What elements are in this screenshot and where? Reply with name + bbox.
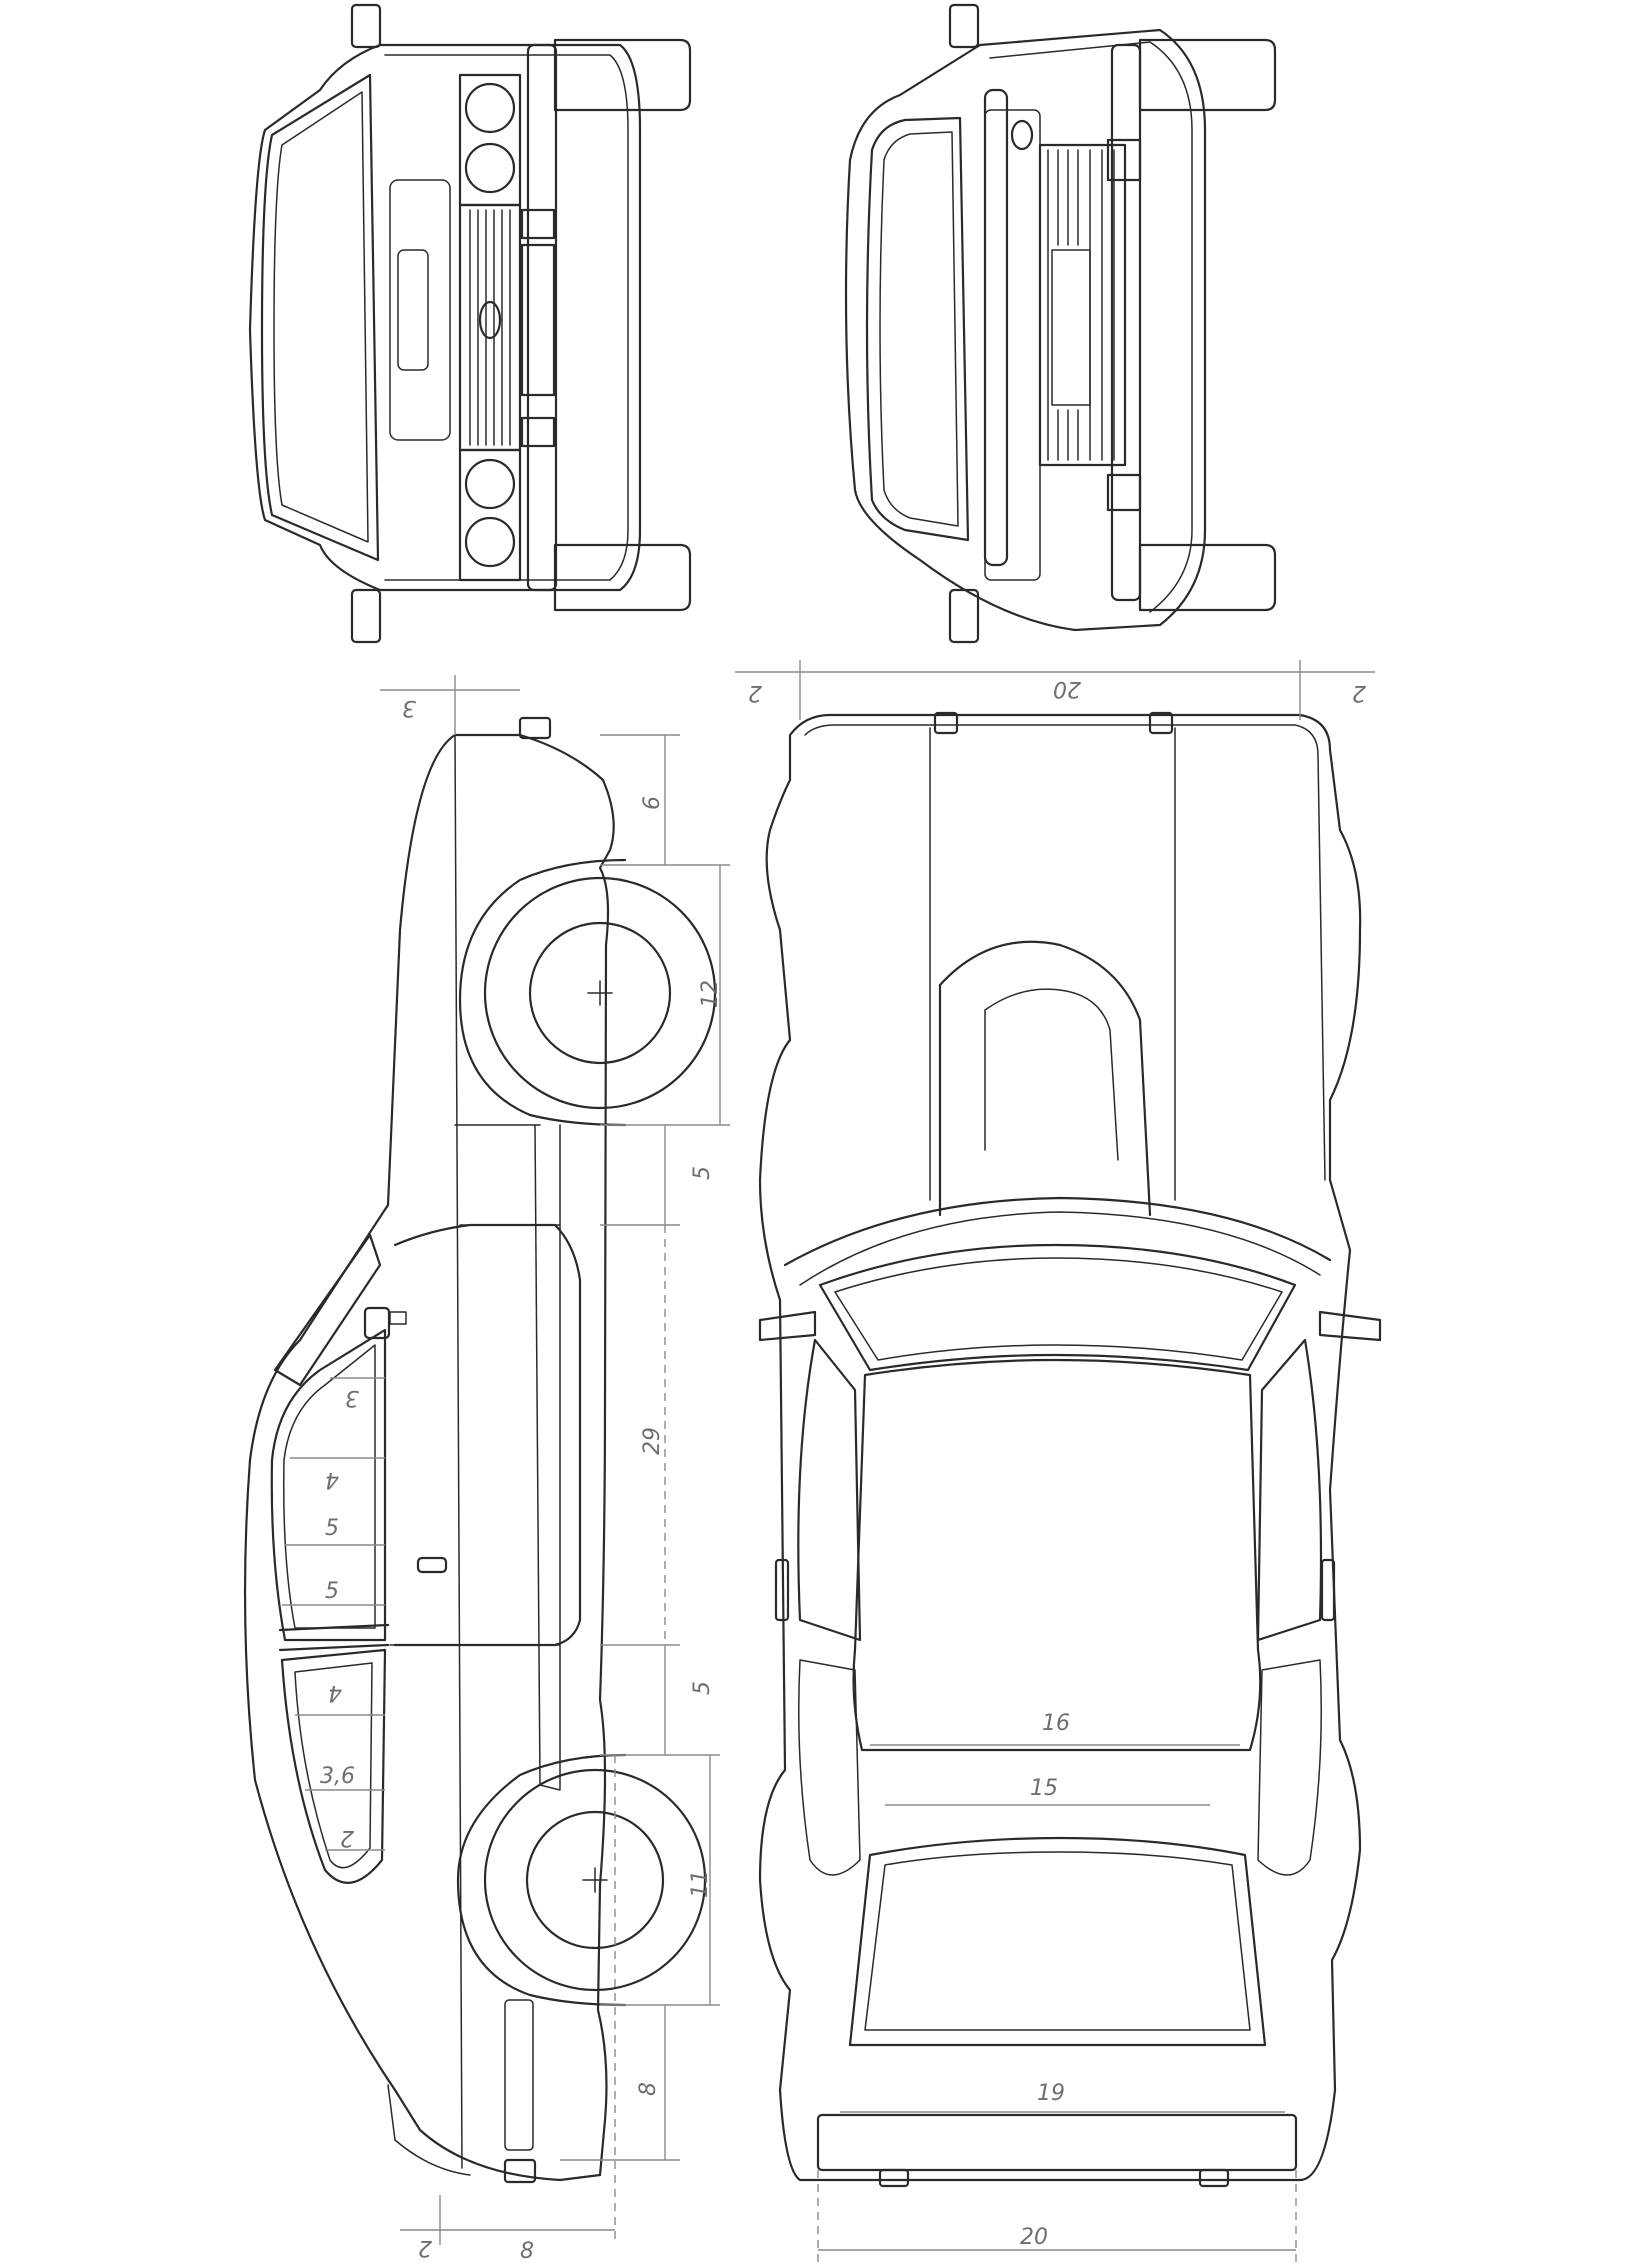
dim-rear-16: 16 xyxy=(1042,1711,1070,1736)
rear-view xyxy=(844,3,1277,644)
dim-top-width: 20 xyxy=(1053,676,1081,701)
dim-window-d: 5 xyxy=(325,1579,339,1604)
dim-rear-19: 19 xyxy=(1037,2081,1065,2106)
dim-front-overhang: 3 xyxy=(402,695,416,720)
dim-window-g: 2 xyxy=(340,1825,354,1850)
dim-side-e: 5 xyxy=(690,1681,715,1695)
dim-window-e: 4 xyxy=(328,1680,342,1705)
dim-bottom-b: 8 xyxy=(520,2239,534,2264)
dim-bottom-a: 2 xyxy=(418,2235,432,2260)
dim-rear-20: 20 xyxy=(1020,2225,1048,2250)
dim-top-right-offset: 2 xyxy=(1352,680,1366,705)
side-view xyxy=(243,716,717,2184)
dim-side-d: 29 xyxy=(640,1427,665,1455)
dim-rear-15: 15 xyxy=(1030,1776,1058,1801)
dim-side-b: 12 xyxy=(698,980,723,1008)
dim-window-c: 5 xyxy=(325,1516,339,1541)
dim-window-b: 4 xyxy=(325,1467,339,1492)
dim-top-left-offset: 2 xyxy=(748,680,762,705)
dim-side-c: 5 xyxy=(690,1166,715,1180)
front-view xyxy=(248,3,692,644)
dimension-lines xyxy=(282,660,1375,2265)
rear-panel-slats xyxy=(1047,149,1115,461)
dim-window-f: 3,6 xyxy=(320,1764,355,1789)
dimension-labels: 3 6 12 5 29 5 11 8 2 8 3 4 5 5 4 3,6 2 2… xyxy=(320,676,1366,2264)
dim-window-a: 3 xyxy=(345,1385,359,1410)
top-view xyxy=(758,711,1382,2188)
dim-side-a: 6 xyxy=(640,796,665,810)
dim-side-g: 8 xyxy=(636,2082,661,2096)
dim-side-f: 11 xyxy=(688,1870,713,1898)
